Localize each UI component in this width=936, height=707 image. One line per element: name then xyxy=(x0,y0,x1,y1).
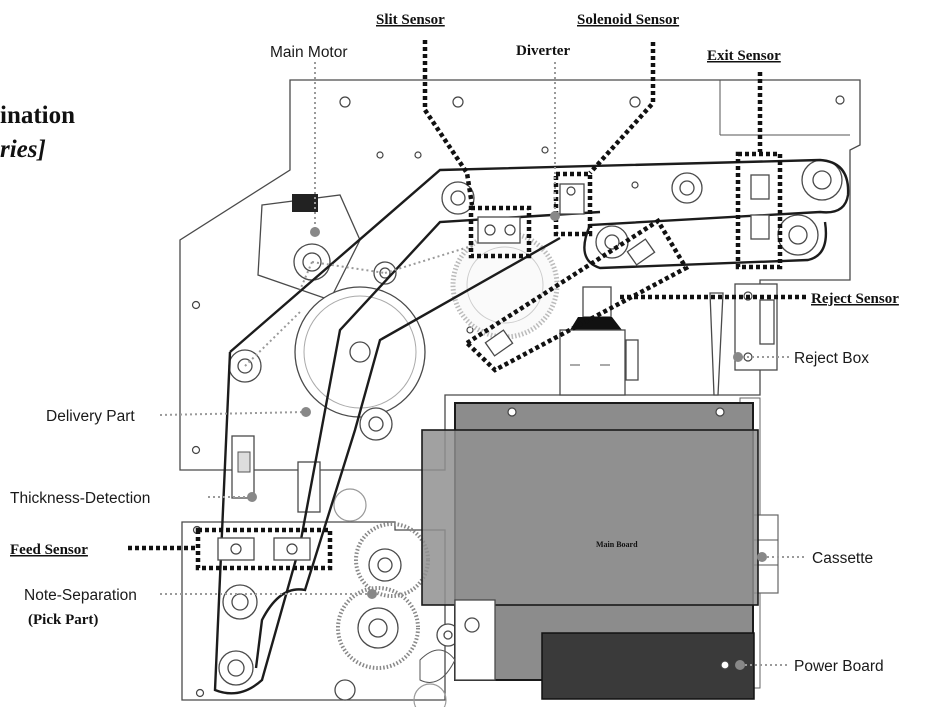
main-board: Main Board xyxy=(421,402,759,681)
sensor-leaders xyxy=(128,40,808,551)
thickness-detection-block xyxy=(231,435,321,513)
solenoid-sensor-label: Solenoid Sensor xyxy=(577,12,679,28)
reject-sensor-outline xyxy=(463,217,690,373)
exit-sensor-label: Exit Sensor xyxy=(707,48,781,64)
cassette-label: Cassette xyxy=(812,550,873,567)
motor-gear-teeth xyxy=(292,194,318,212)
main-motor-assembly xyxy=(257,194,397,301)
drive-pulley xyxy=(294,286,426,418)
part-leaders xyxy=(159,62,807,666)
feed-sensor-block xyxy=(217,537,311,561)
slit-sensor-outline xyxy=(468,205,532,259)
delivery-part-label: Delivery Part xyxy=(46,408,135,425)
leader-endpoints xyxy=(247,211,767,670)
main-motor-label: Main Motor xyxy=(270,44,348,61)
feed-sensor-outline xyxy=(195,527,333,571)
note-separation-label: Note-Separation xyxy=(24,587,137,604)
thickness-detection-label: Thickness-Detection xyxy=(10,490,150,507)
reject-box-label: Reject Box xyxy=(794,350,869,367)
slit-sensor-block xyxy=(477,216,521,244)
linkage-lines xyxy=(244,244,476,367)
exit-sensor-blocks xyxy=(750,174,770,240)
subtitle-fragment: ries] xyxy=(0,136,46,163)
main-board-label: Main Board xyxy=(596,540,638,549)
reject-sensor-block xyxy=(484,238,656,357)
rollers xyxy=(218,159,843,686)
power-board xyxy=(541,632,755,700)
pick-mechanism xyxy=(334,599,496,701)
exit-sensor-outline xyxy=(735,151,783,270)
title-fragment: ination xyxy=(0,102,75,129)
reject-sensor-label: Reject Sensor xyxy=(811,291,899,307)
slit-sensor-label: Slit Sensor xyxy=(376,12,445,28)
diverter-label: Diverter xyxy=(516,43,570,59)
transport-belt xyxy=(213,158,850,695)
power-board-label: Power Board xyxy=(794,658,884,675)
feed-sensor-label: Feed Sensor xyxy=(10,542,88,558)
pick-part-label: (Pick Part) xyxy=(28,612,98,628)
